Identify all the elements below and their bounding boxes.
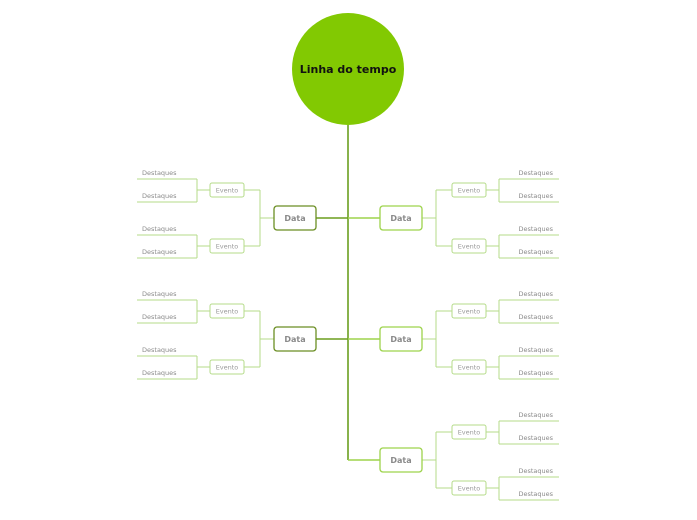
date-node[interactable]: Data — [379, 205, 423, 231]
event-node-box — [451, 238, 487, 254]
event-node[interactable]: Evento — [209, 238, 245, 254]
highlight-label[interactable]: Destaques — [518, 411, 553, 419]
highlight-label[interactable]: Destaques — [518, 434, 553, 442]
event-node-box — [451, 303, 487, 319]
highlight-label[interactable]: Destaques — [518, 192, 553, 200]
highlight-label[interactable]: Destaques — [518, 369, 553, 377]
highlight-label[interactable]: Destaques — [142, 313, 177, 321]
event-node[interactable]: Evento — [209, 359, 245, 375]
highlight-label[interactable]: Destaques — [142, 169, 177, 177]
highlight-label[interactable]: Destaques — [518, 346, 553, 354]
event-label: Evento — [458, 243, 481, 251]
event-node-box — [451, 424, 487, 440]
event-node-box — [451, 480, 487, 496]
event-label: Evento — [458, 187, 481, 195]
event-node-box — [451, 182, 487, 198]
root-label: Linha do tempo — [300, 63, 397, 76]
event-label: Evento — [458, 429, 481, 437]
event-node[interactable]: Evento — [209, 182, 245, 198]
highlight-label[interactable]: Destaques — [142, 248, 177, 256]
date-node[interactable]: Data — [273, 205, 317, 231]
event-label: Evento — [458, 485, 481, 493]
date-node[interactable]: Data — [379, 447, 423, 473]
date-label: Data — [284, 335, 305, 344]
highlight-label[interactable]: Destaques — [142, 192, 177, 200]
date-node-box — [379, 326, 423, 352]
date-label: Data — [284, 214, 305, 223]
date-label: Data — [390, 214, 411, 223]
event-node[interactable]: Evento — [451, 182, 487, 198]
event-node-box — [209, 359, 245, 375]
date-node-box — [273, 205, 317, 231]
date-node[interactable]: Data — [379, 326, 423, 352]
event-label: Evento — [458, 308, 481, 316]
event-node[interactable]: Evento — [209, 303, 245, 319]
event-node[interactable]: Evento — [451, 424, 487, 440]
highlight-label[interactable]: Destaques — [142, 290, 177, 298]
date-node[interactable]: Data — [273, 326, 317, 352]
event-node[interactable]: Evento — [451, 303, 487, 319]
event-node[interactable]: Evento — [451, 480, 487, 496]
highlight-label[interactable]: Destaques — [142, 346, 177, 354]
highlight-label[interactable]: Destaques — [518, 248, 553, 256]
event-node-box — [209, 182, 245, 198]
highlight-label[interactable]: Destaques — [518, 467, 553, 475]
event-node[interactable]: Evento — [451, 359, 487, 375]
event-label: Evento — [458, 364, 481, 372]
event-label: Evento — [216, 243, 239, 251]
event-node-box — [451, 359, 487, 375]
date-node-box — [379, 205, 423, 231]
root-node[interactable]: Linha do tempo — [292, 13, 404, 125]
event-label: Evento — [216, 364, 239, 372]
date-node-box — [273, 326, 317, 352]
highlight-label[interactable]: Destaques — [518, 313, 553, 321]
highlight-label[interactable]: Destaques — [142, 369, 177, 377]
date-label: Data — [390, 456, 411, 465]
event-label: Evento — [216, 187, 239, 195]
event-node[interactable]: Evento — [451, 238, 487, 254]
highlight-label[interactable]: Destaques — [518, 225, 553, 233]
highlight-label[interactable]: Destaques — [142, 225, 177, 233]
event-node-box — [209, 303, 245, 319]
date-node-box — [379, 447, 423, 473]
connector-lines — [137, 125, 559, 501]
date-label: Data — [390, 335, 411, 344]
highlight-label[interactable]: Destaques — [518, 290, 553, 298]
nodes-layer: DataEventoDestaquesDestaquesEventoDestaq… — [142, 169, 554, 498]
event-label: Evento — [216, 308, 239, 316]
highlight-label[interactable]: Destaques — [518, 490, 553, 498]
event-node-box — [209, 238, 245, 254]
highlight-label[interactable]: Destaques — [518, 169, 553, 177]
root-circle — [292, 13, 404, 125]
